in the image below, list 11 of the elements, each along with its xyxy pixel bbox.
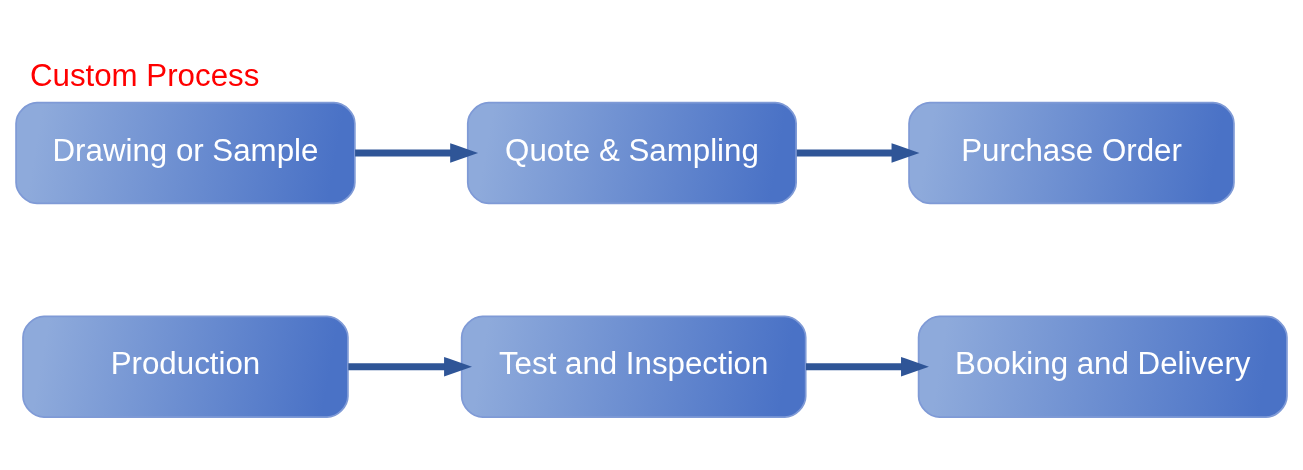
node-box: Test and Inspection (460, 314, 807, 418)
arrow (796, 142, 920, 163)
arrow (348, 356, 472, 376)
arrow (355, 142, 479, 163)
diagram-title: Custom Process (29, 57, 260, 93)
node-box: Drawing or Sample (15, 101, 356, 204)
arrow (805, 356, 929, 376)
node-box: Production (22, 314, 349, 418)
node-box: Quote & Sampling (466, 101, 797, 204)
node-box: Booking and Delivery (917, 314, 1288, 418)
node-box: Purchase Order (908, 101, 1235, 204)
